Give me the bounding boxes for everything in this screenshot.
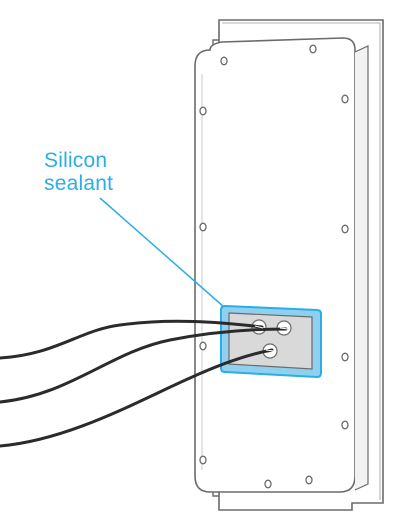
cables <box>0 319 288 448</box>
cable <box>0 327 288 404</box>
callout-label-line2: sealant <box>44 172 114 195</box>
silicon-sealant-label: Silicon sealant <box>44 149 154 195</box>
cable <box>0 348 274 448</box>
screw-hole <box>341 420 349 430</box>
screw-hole <box>199 341 207 351</box>
screw-hole <box>305 475 313 485</box>
screw-hole <box>220 56 228 66</box>
screw-holes <box>199 44 349 489</box>
screw-hole <box>199 455 207 465</box>
screw-hole <box>341 94 349 104</box>
screw-hole <box>341 224 349 234</box>
cable <box>0 319 264 360</box>
screw-hole <box>199 222 207 232</box>
screw-hole <box>264 479 272 489</box>
callout-label-line1: Silicon <box>44 149 108 172</box>
screw-hole <box>341 352 349 362</box>
cable-ends <box>254 325 289 352</box>
wire-entry-plate <box>228 312 313 370</box>
screw-hole <box>309 44 317 54</box>
screw-hole <box>199 106 207 116</box>
device-body <box>194 37 369 493</box>
callout-leader-line <box>99 197 225 308</box>
